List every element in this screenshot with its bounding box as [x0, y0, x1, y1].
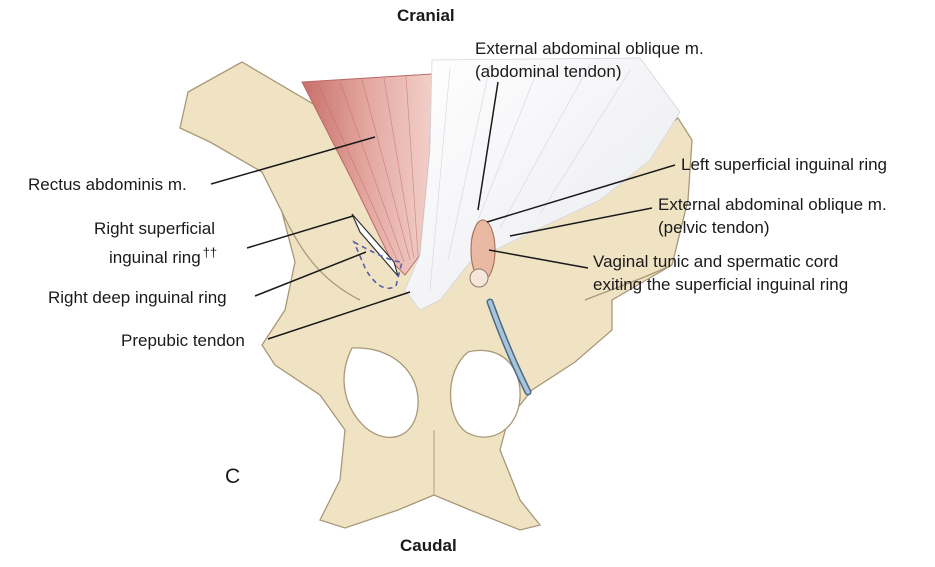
label-vaginal-tunic-line2: exiting the superficial inguinal ring [593, 275, 849, 294]
label-right-deep-ring: Right deep inguinal ring [48, 288, 227, 307]
label-ext-oblique-abdominal-line1: External abdominal oblique m. [475, 39, 704, 58]
label-vaginal-tunic-line1: Vaginal tunic and spermatic cord [593, 252, 839, 271]
cranial-label: Cranial [397, 6, 455, 25]
right-superficial-ring-text: inguinal ring [109, 248, 201, 267]
panel-letter: C [225, 465, 241, 488]
label-rectus-abdominis: Rectus abdominis m. [28, 175, 187, 194]
double-dagger-mark: †† [202, 245, 218, 260]
right-deep-ring [352, 240, 404, 290]
label-ext-oblique-pelvic-line1: External abdominal oblique m. [658, 195, 887, 214]
label-prepubic-tendon: Prepubic tendon [121, 331, 245, 350]
label-right-superficial-ring-line2: inguinal ring†† [109, 242, 217, 269]
tendon-fibers [429, 63, 631, 291]
label-left-superficial-ring: Left superficial inguinal ring [681, 155, 888, 174]
label-ext-oblique-abdominal-line2: (abdominal tendon) [475, 62, 622, 81]
label-right-superficial-ring-line1: Right superficial [94, 219, 215, 238]
label-ext-oblique-pelvic-line2: (pelvic tendon) [658, 218, 770, 237]
caudal-label: Caudal [400, 536, 457, 555]
leader-lines [210, 81, 676, 340]
muscle-fibers [317, 75, 419, 263]
